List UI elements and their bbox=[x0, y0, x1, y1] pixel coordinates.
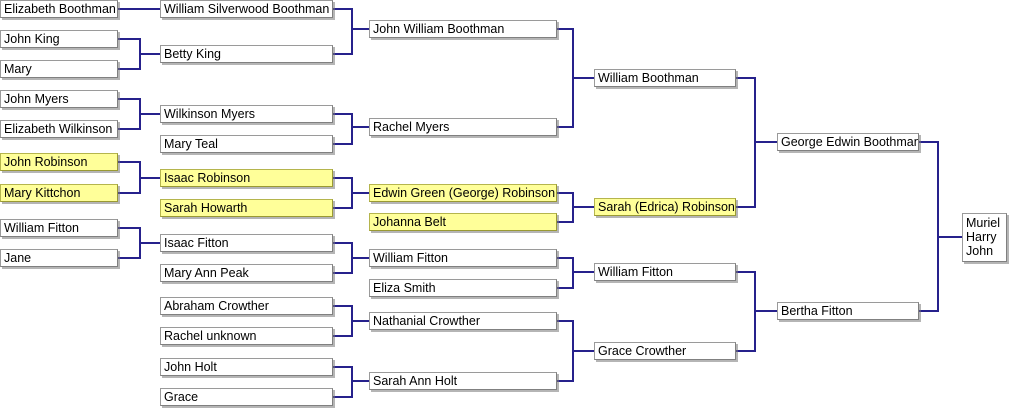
child-name-harry: Harry bbox=[966, 230, 997, 244]
person-box-edwin-green-george-robinson[interactable]: Edwin Green (George) Robinson bbox=[369, 184, 557, 202]
person-box-wilkinson-myers[interactable]: Wilkinson Myers bbox=[160, 105, 333, 123]
connector-segment bbox=[736, 77, 756, 79]
connector-segment bbox=[919, 141, 939, 143]
person-box-mary-ann-peak[interactable]: Mary Ann Peak bbox=[160, 264, 333, 282]
person-box-rachel-unknown[interactable]: Rachel unknown bbox=[160, 327, 333, 345]
connector-segment bbox=[557, 28, 574, 30]
connector-segment bbox=[333, 8, 353, 10]
connector-segment bbox=[118, 257, 141, 259]
connector-segment bbox=[118, 98, 141, 100]
connector-segment bbox=[937, 236, 964, 238]
child-name-muriel: Muriel bbox=[966, 216, 1001, 230]
person-box-william-boothman[interactable]: William Boothman bbox=[594, 69, 736, 87]
connector-segment bbox=[118, 227, 141, 229]
person-box-william-silverwood-boothman[interactable]: William Silverwood Boothman bbox=[160, 0, 333, 18]
connector-segment bbox=[118, 68, 141, 70]
person-box-abraham-crowther[interactable]: Abraham Crowther bbox=[160, 297, 333, 315]
connector-segment bbox=[351, 192, 371, 194]
connector-segment bbox=[333, 366, 353, 368]
person-box-john-william-boothman[interactable]: John William Boothman bbox=[369, 20, 557, 38]
connector-segment bbox=[572, 77, 596, 79]
person-box-elizabeth-wilkinson[interactable]: Elizabeth Wilkinson bbox=[0, 120, 118, 138]
person-box-jane[interactable]: Jane bbox=[0, 249, 118, 267]
person-box-william-fitton-g4[interactable]: William Fitton bbox=[594, 263, 736, 281]
connector-segment bbox=[572, 257, 574, 289]
connector-segment bbox=[351, 320, 371, 322]
connector-segment bbox=[736, 350, 756, 352]
person-box-johanna-belt[interactable]: Johanna Belt bbox=[369, 213, 557, 231]
connector-segment bbox=[118, 38, 141, 40]
person-box-elizabeth-boothman[interactable]: Elizabeth Boothman bbox=[0, 0, 118, 18]
person-box-isaac-fitton[interactable]: Isaac Fitton bbox=[160, 234, 333, 252]
connector-segment bbox=[557, 221, 574, 223]
connector-segment bbox=[557, 126, 574, 128]
person-box-sarah-edrica-robinson[interactable]: Sarah (Edrica) Robinson bbox=[594, 198, 736, 216]
connector-segment bbox=[139, 53, 162, 55]
connector-segment bbox=[572, 350, 596, 352]
person-box-bertha-fitton[interactable]: Bertha Fitton bbox=[777, 302, 919, 320]
person-box-john-robinson[interactable]: John Robinson bbox=[0, 153, 118, 171]
connector-segment bbox=[351, 28, 371, 30]
connector-segment bbox=[139, 242, 162, 244]
person-box-sarah-howarth[interactable]: Sarah Howarth bbox=[160, 199, 333, 217]
connector-segment bbox=[333, 53, 353, 55]
connector-segment bbox=[333, 113, 353, 115]
person-box-isaac-robinson[interactable]: Isaac Robinson bbox=[160, 169, 333, 187]
person-box-john-myers[interactable]: John Myers bbox=[0, 90, 118, 108]
connector-segment bbox=[351, 366, 353, 398]
connector-segment bbox=[937, 141, 939, 312]
person-box-eliza-smith[interactable]: Eliza Smith bbox=[369, 279, 557, 297]
connector-segment bbox=[333, 143, 353, 145]
person-box-sarah-ann-holt[interactable]: Sarah Ann Holt bbox=[369, 372, 557, 390]
connector-segment bbox=[557, 320, 574, 322]
connector-segment bbox=[333, 177, 353, 179]
connector-segment bbox=[333, 335, 353, 337]
connector-segment bbox=[333, 242, 353, 244]
connector-segment bbox=[333, 207, 353, 209]
person-box-grace[interactable]: Grace bbox=[160, 388, 333, 406]
connector-segment bbox=[351, 257, 371, 259]
connector-segment bbox=[754, 310, 779, 312]
person-box-john-king[interactable]: John King bbox=[0, 30, 118, 48]
connector-segment bbox=[736, 271, 756, 273]
connector-segment bbox=[118, 128, 141, 130]
person-box-mary-kittchon[interactable]: Mary Kittchon bbox=[0, 184, 118, 202]
connector-segment bbox=[557, 192, 574, 194]
connector-segment bbox=[139, 113, 162, 115]
connector-segment bbox=[557, 257, 574, 259]
connector-segment bbox=[557, 380, 574, 382]
connector-segment bbox=[351, 8, 353, 55]
connector-segment bbox=[333, 396, 353, 398]
person-box-mary[interactable]: Mary bbox=[0, 60, 118, 78]
person-box-grace-crowther[interactable]: Grace Crowther bbox=[594, 342, 736, 360]
person-box-william-fitton-g3[interactable]: William Fitton bbox=[369, 249, 557, 267]
person-box-george-edwin-boothman[interactable]: George Edwin Boothman bbox=[777, 133, 919, 151]
person-box-mary-teal[interactable]: Mary Teal bbox=[160, 135, 333, 153]
connector-segment bbox=[557, 287, 574, 289]
person-box-betty-king[interactable]: Betty King bbox=[160, 45, 333, 63]
connector-segment bbox=[333, 272, 353, 274]
connector-segment bbox=[118, 192, 141, 194]
connector-segment bbox=[736, 206, 756, 208]
person-box-nathanial-crowther[interactable]: Nathanial Crowther bbox=[369, 312, 557, 330]
connector-segment bbox=[919, 310, 939, 312]
connector-segment bbox=[572, 271, 596, 273]
connector-segment bbox=[572, 206, 596, 208]
connector-segment bbox=[118, 161, 141, 163]
child-name-john: John bbox=[966, 244, 994, 258]
connector-segment bbox=[351, 126, 371, 128]
person-box-william-fitton-g1[interactable]: William Fitton bbox=[0, 219, 118, 237]
person-box-rachel-myers[interactable]: Rachel Myers bbox=[369, 118, 557, 136]
person-box-children[interactable]: Muriel Harry John bbox=[962, 213, 1007, 262]
person-box-john-holt[interactable]: John Holt bbox=[160, 358, 333, 376]
connector-segment bbox=[139, 177, 162, 179]
connector-segment bbox=[754, 141, 779, 143]
connector-segment bbox=[351, 380, 371, 382]
connector-segment bbox=[351, 113, 353, 145]
connector-segment bbox=[118, 8, 162, 10]
connector-segment bbox=[333, 305, 353, 307]
